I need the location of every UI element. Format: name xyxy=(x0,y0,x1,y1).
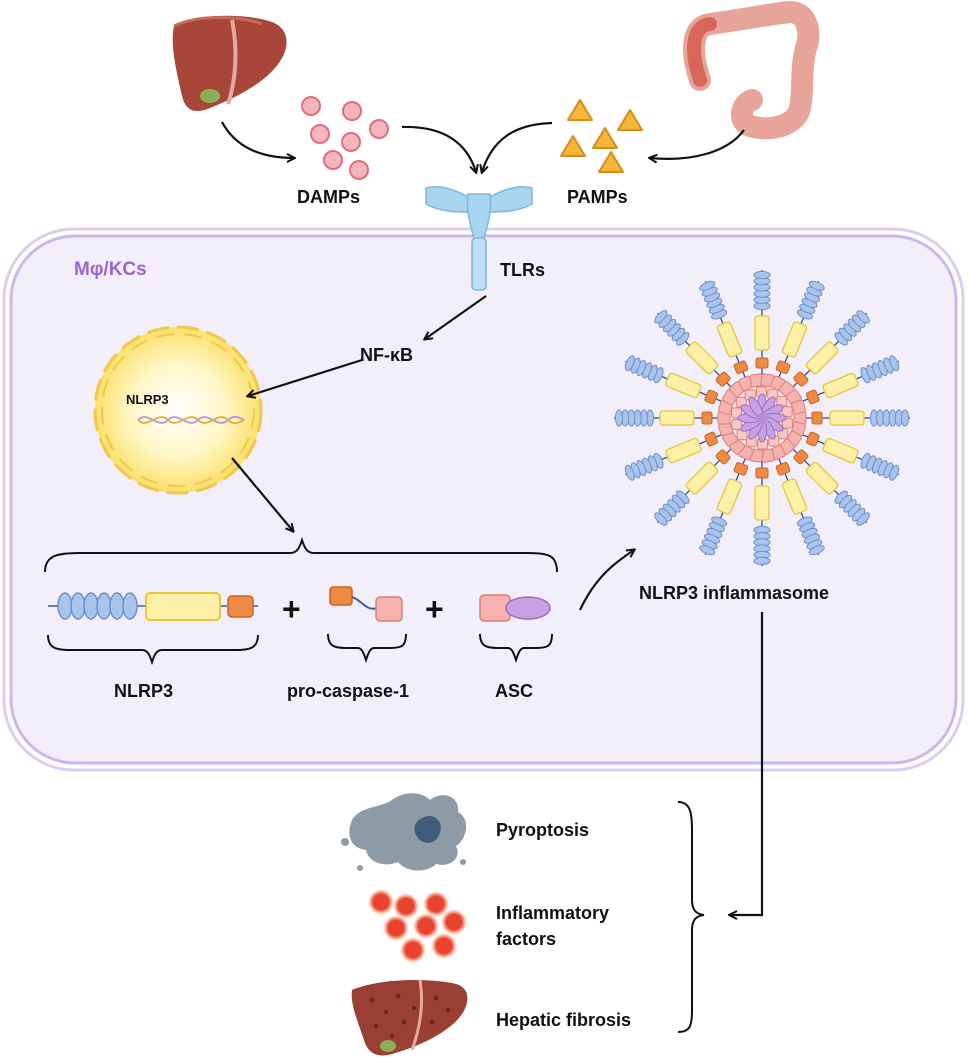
inflammatory-factors-icon xyxy=(367,888,468,964)
top-arrows xyxy=(221,121,745,172)
inflammasome-spoke xyxy=(795,431,900,481)
arrow-tlrs-to-nfkb xyxy=(425,295,487,339)
inflammasome-spoke xyxy=(753,454,771,566)
arrow-damps-to-tlrs xyxy=(401,125,476,172)
pamp-particle xyxy=(560,135,586,157)
components-brace xyxy=(44,536,558,573)
inflammasome-asc-unit xyxy=(731,418,743,430)
inflammatory-label-line1: Inflammatory xyxy=(496,903,609,923)
pro-caspase-label: pro-caspase-1 xyxy=(287,681,409,701)
arrow-gene-to-components xyxy=(231,457,293,531)
arrow-liver-to-damps xyxy=(221,121,294,158)
damps-cluster xyxy=(301,96,389,180)
inflammasome-asc-unit xyxy=(781,406,793,418)
damp-particle xyxy=(310,124,330,144)
factor-particle xyxy=(430,932,458,960)
inflammasome-spoke xyxy=(614,409,726,427)
damp-particle xyxy=(323,150,343,170)
factor-particle xyxy=(367,888,395,916)
plus-sign-2: + xyxy=(425,591,444,627)
damps-label: DAMPs xyxy=(297,187,360,207)
pyroptosis-icon xyxy=(341,793,467,871)
factor-particle xyxy=(440,908,468,936)
inflammasome-center xyxy=(757,413,767,423)
arrow-components-to-inflammasome xyxy=(579,550,634,611)
inflammasome-spoke xyxy=(699,280,749,385)
arrow-inflammasome-to-outcomes xyxy=(730,612,764,915)
pamps-cluster xyxy=(560,99,643,173)
nlrp3-brace xyxy=(47,634,259,666)
asc-brace xyxy=(479,633,553,664)
asc-icon xyxy=(479,594,551,622)
asc-label: ASC xyxy=(495,681,533,701)
pamp-particle xyxy=(598,151,624,173)
damp-particle xyxy=(342,101,362,121)
inflammatory-label-line2: factors xyxy=(496,929,556,949)
inflammasome-spoke xyxy=(654,442,738,526)
inflammasome-spoke xyxy=(775,451,825,556)
fibrosis-label: Hepatic fibrosis xyxy=(496,1010,631,1030)
inflammasome-spoke xyxy=(624,431,729,481)
nlrp3-inflammasome-icon xyxy=(614,270,910,566)
colon-icon xyxy=(683,0,820,140)
fibrotic-liver-icon xyxy=(351,979,468,1056)
liver-icon xyxy=(172,15,287,112)
arrow-nfkb-to-gene xyxy=(248,358,363,396)
inflammasome-label: NLRP3 inflammasome xyxy=(639,583,829,603)
inflammasome-spoke xyxy=(654,310,738,394)
inflammasome-spoke xyxy=(795,355,900,405)
pamp-particle xyxy=(567,99,593,121)
inflammasome-spoke xyxy=(798,409,910,427)
pro-caspase-1-icon xyxy=(329,586,403,622)
inflammasome-spoke xyxy=(786,442,870,526)
factor-particle xyxy=(382,914,410,942)
factor-particle xyxy=(422,890,450,918)
nlrp3-protein-label: NLRP3 xyxy=(114,681,173,701)
nlrp3-protein-icon xyxy=(48,592,258,621)
nlrp3-gene-label: NLRP3 xyxy=(126,392,169,407)
inflammasome-asc-unit xyxy=(731,407,743,419)
inflammasome-spoke xyxy=(786,310,870,394)
factor-particle xyxy=(392,892,420,920)
inflammasome-casp-unit xyxy=(790,399,806,415)
arrow-colon-to-pamps xyxy=(650,129,745,159)
pamp-particle xyxy=(592,127,618,149)
damp-particle xyxy=(369,119,389,139)
arrow-pamps-to-tlrs xyxy=(482,121,553,172)
factor-particle xyxy=(399,936,427,964)
pro-caspase-brace xyxy=(327,633,407,664)
dna-icon xyxy=(137,415,245,425)
tlrs-label: TLRs xyxy=(500,260,545,280)
inflammasome-spoke xyxy=(775,280,825,385)
plus-sign: + xyxy=(282,591,301,627)
pyroptosis-label: Pyroptosis xyxy=(496,820,589,840)
outcomes-brace xyxy=(677,801,705,1033)
inflammasome-spoke xyxy=(624,355,729,405)
damp-particle xyxy=(349,160,369,180)
factor-particle xyxy=(412,912,440,940)
cell-label: Mφ/KCs xyxy=(74,259,147,280)
tlr-receptor-icon xyxy=(425,186,533,291)
damp-particle xyxy=(341,132,361,152)
nucleus xyxy=(93,325,263,495)
pamp-particle xyxy=(617,109,643,131)
nfkb-label: NF-κB xyxy=(360,345,413,365)
inflammasome-asc-unit xyxy=(781,417,793,429)
damp-particle xyxy=(301,96,321,116)
pamps-label: PAMPs xyxy=(567,187,628,207)
inflammasome-spoke xyxy=(753,270,771,382)
inflammasome-spoke xyxy=(699,451,749,556)
